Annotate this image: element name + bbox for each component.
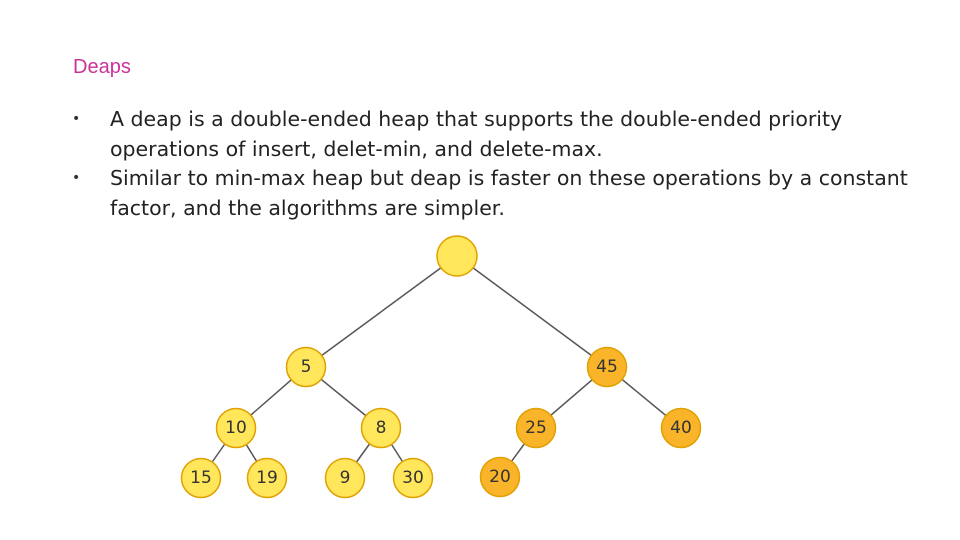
tree-node-circle: [285, 346, 327, 388]
tree-node-circle: [360, 407, 402, 449]
tree-node-label: 20: [489, 467, 511, 487]
tree-node-circle: [215, 407, 257, 449]
tree-node-circle: [515, 407, 557, 449]
tree-node-circle: [392, 457, 434, 499]
tree-node-19: 19: [246, 457, 288, 499]
bullet-item: • Similar to min-max heap but deap is fa…: [72, 164, 912, 223]
tree-edge-root-n5: [305, 255, 458, 368]
slide-title: Deaps: [73, 56, 131, 78]
tree-node-circle: [479, 456, 521, 498]
tree-node-circle: [586, 346, 628, 388]
tree-node-label: 19: [256, 468, 278, 488]
tree-node-label: 5: [301, 357, 312, 377]
tree-node-root: [436, 235, 478, 277]
tree-node-label: 40: [670, 418, 692, 438]
tree-node-label: 15: [190, 468, 212, 488]
bullet-marker: •: [72, 111, 81, 127]
tree-node-15: 15: [180, 457, 222, 499]
tree-edge-root-n45: [456, 255, 608, 368]
bullet-text: A deap is a double-ended heap that suppo…: [110, 107, 843, 161]
tree-node-label: 25: [525, 418, 547, 438]
tree-node-label: 8: [376, 418, 387, 438]
tree-node-25: 25: [515, 407, 557, 449]
tree-node-label: 10: [225, 418, 247, 438]
tree-node-circle: [660, 407, 702, 449]
tree-node-circle: [180, 457, 222, 499]
tree-node-30: 30: [392, 457, 434, 499]
tree-node-circle: [246, 457, 288, 499]
bullet-item: • A deap is a double-ended heap that sup…: [72, 105, 912, 164]
tree-node-9: 9: [324, 457, 366, 499]
tree-node-circle: [324, 457, 366, 499]
tree-nodes: 5 45 10 8 25 40 15 19 9 30 20: [180, 235, 702, 499]
tree-node-label: 45: [596, 357, 618, 377]
bullet-list: • A deap is a double-ended heap that sup…: [72, 105, 912, 223]
tree-node-40: 40: [660, 407, 702, 449]
bullet-text: Similar to min-max heap but deap is fast…: [110, 166, 908, 220]
tree-node-8: 8: [360, 407, 402, 449]
tree-node-20: 20: [479, 456, 521, 498]
tree-node-10: 10: [215, 407, 257, 449]
tree-node-label: 30: [402, 468, 424, 488]
bullet-marker: •: [72, 170, 81, 186]
tree-node-label: 9: [340, 468, 351, 488]
tree-node-circle: [436, 235, 478, 277]
tree-node-45: 45: [586, 346, 628, 388]
tree-node-5: 5: [285, 346, 327, 388]
